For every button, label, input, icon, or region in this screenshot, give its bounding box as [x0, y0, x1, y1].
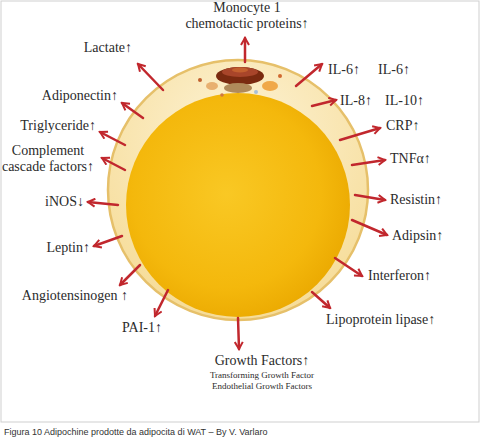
secretion-arrow: [88, 202, 118, 205]
adipokine-label: Triglyceride↑: [0, 118, 96, 134]
secretion-arrow: [138, 64, 163, 90]
organelle: [262, 81, 278, 91]
secretion-arrow: [352, 160, 385, 165]
adipokine-label: Complement cascade factors↑: [0, 143, 103, 175]
adipokine-label: Leptin↑: [10, 240, 90, 256]
adipokine-label: Interferon↑: [368, 268, 478, 284]
adipokine-label: Resistin↑: [390, 192, 480, 208]
organelle: [220, 93, 224, 97]
adipokine-label: Adiponectin↑: [8, 88, 118, 104]
organelle: [206, 82, 218, 90]
adipokine-label: IL-8↑: [340, 93, 385, 109]
lipid-droplet: [126, 93, 350, 317]
nucleus: [216, 67, 264, 85]
adipokine-label: Lactate↑: [32, 40, 132, 56]
secretion-arrow: [244, 38, 247, 62]
secretion-arrow: [238, 318, 239, 349]
nucleolus: [232, 68, 248, 73]
secretion-arrow: [122, 103, 143, 118]
secretion-arrow: [335, 258, 362, 276]
adipokine-label: Lipoprotein lipase↑: [326, 312, 476, 328]
secretion-arrow: [155, 290, 168, 316]
figure-caption: Figura 10 Adipochine prodotte da adipoci…: [4, 427, 268, 438]
adipokine-label: Growth Factors↑: [192, 353, 332, 369]
adipokine-label: IL-10↑: [385, 93, 445, 109]
organelle: [278, 74, 282, 78]
organelle: [198, 78, 202, 82]
adipokine-label: TNFα↑: [390, 151, 460, 167]
adipokine-label: Adipsin↑: [392, 228, 482, 244]
secretion-arrow: [355, 195, 385, 200]
adipokine-label: PAI-1↑: [107, 320, 177, 336]
figure-frame: [1, 1, 479, 422]
adipokine-label: CRP↑: [386, 118, 446, 134]
secretion-arrow: [312, 100, 336, 106]
adipokine-label: Monocyte 1 chemotactic proteins↑: [182, 0, 312, 32]
organelle: [254, 90, 258, 94]
adipokine-label: Angiotensinogen ↑: [2, 288, 128, 304]
secretion-arrow: [100, 132, 125, 145]
organelle: [224, 83, 252, 93]
secretion-arrow: [102, 158, 125, 170]
growth-factor-sublabel: Transforming Growth Factor: [177, 370, 347, 381]
secretion-arrow: [296, 64, 322, 86]
secretion-arrow: [312, 292, 330, 308]
adipokine-label: IL-6↑: [378, 62, 428, 78]
growth-factor-sublabel: Endothelial Growth Factors: [177, 381, 347, 392]
adipokine-label: IL-6↑: [328, 62, 378, 78]
secretion-arrow: [94, 236, 122, 246]
cell-membrane: [108, 60, 368, 320]
adipokine-label: iNOS↓: [14, 194, 84, 210]
secretion-arrow: [120, 265, 140, 285]
nucleus: [222, 67, 258, 77]
secretion-arrow: [352, 220, 387, 235]
secretion-arrow: [340, 128, 380, 140]
